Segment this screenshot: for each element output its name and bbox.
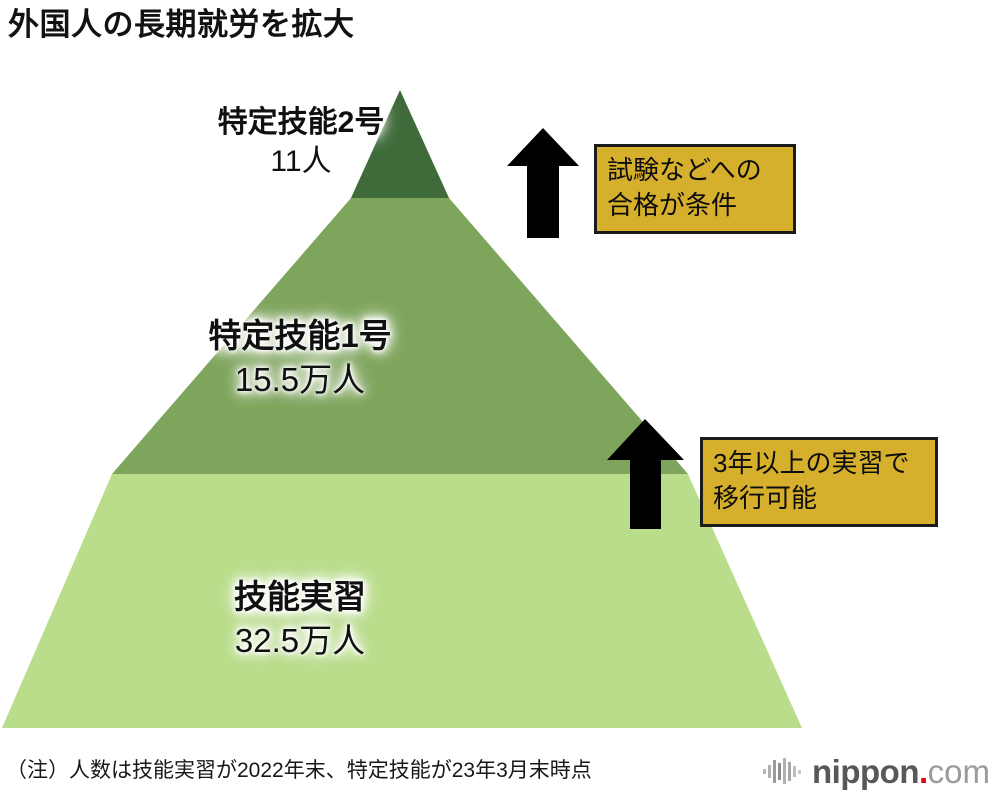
pyramid-tier-middle xyxy=(112,198,688,474)
pyramid-tier-top xyxy=(351,90,449,198)
page-title: 外国人の長期就労を拡大 xyxy=(8,7,355,42)
logo-wordmark: nippon.com xyxy=(812,755,990,788)
callout-transfer-requirement: 3年以上の実習で 移行可能 xyxy=(700,437,938,527)
nippon-com-logo: nippon.com xyxy=(763,753,990,789)
logo-tld: com xyxy=(927,752,990,790)
callout-exam-line1: 試験などへの xyxy=(607,155,762,185)
chart-footnote: （注）人数は技能実習が2022年末、特定技能が23年3月末時点 xyxy=(6,759,592,782)
waveform-icon xyxy=(763,758,802,784)
callout-transfer-line1: 3年以上の実習で xyxy=(713,448,910,478)
pyramid-tier-base xyxy=(2,474,802,728)
callout-exam-line2: 合格が条件 xyxy=(607,190,738,220)
callout-transfer-line2: 移行可能 xyxy=(713,483,818,513)
callout-exam-requirement: 試験などへの 合格が条件 xyxy=(594,144,796,234)
logo-dot: . xyxy=(918,752,928,790)
arrow-to-tier2-icon xyxy=(507,128,579,238)
logo-name: nippon xyxy=(812,752,919,790)
arrow-to-tier1-icon xyxy=(607,419,684,529)
